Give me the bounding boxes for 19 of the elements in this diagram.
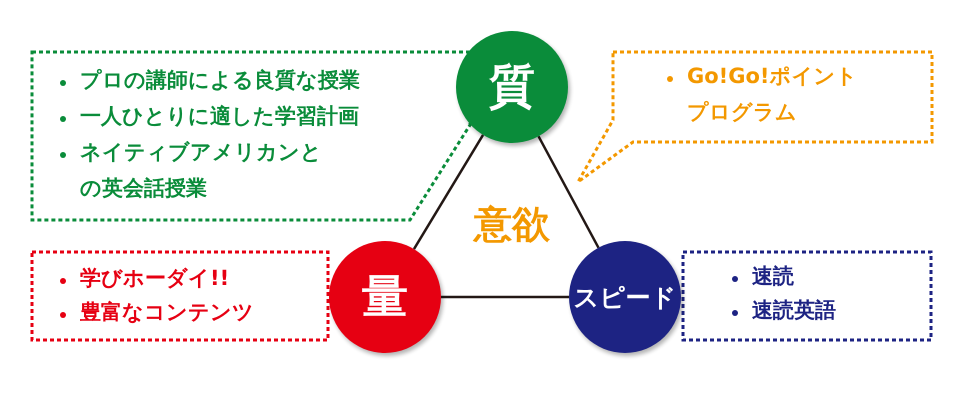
bullet-item: ネイティブアメリカンとの英会話授業 xyxy=(80,139,323,202)
bullet-item: 豊富なコンテンツ xyxy=(80,299,254,326)
bullet-item: Go!Go!ポイントプログラム xyxy=(687,63,858,126)
speech-bubble xyxy=(681,250,933,342)
speech-bubble xyxy=(575,50,935,185)
connector-line xyxy=(441,296,569,298)
bullet-item: 一人ひとりに適した学習計画 xyxy=(80,103,359,130)
center-label: 意欲 xyxy=(452,202,572,248)
circle-label: 量 xyxy=(362,268,408,325)
connector-line xyxy=(412,134,484,250)
bullet-item: 速読 xyxy=(752,263,794,290)
circle-label: 質 xyxy=(489,58,535,115)
connector-line xyxy=(537,136,600,248)
speech-bubble xyxy=(30,250,330,342)
bullet-item: 速読英語 xyxy=(752,297,836,324)
bullet-item: 学びホーダイ!! xyxy=(80,265,230,292)
category-circle xyxy=(329,241,441,353)
bullet-item: プロの講師による良質な授業 xyxy=(80,67,360,94)
circle-label: スピード xyxy=(574,282,676,314)
